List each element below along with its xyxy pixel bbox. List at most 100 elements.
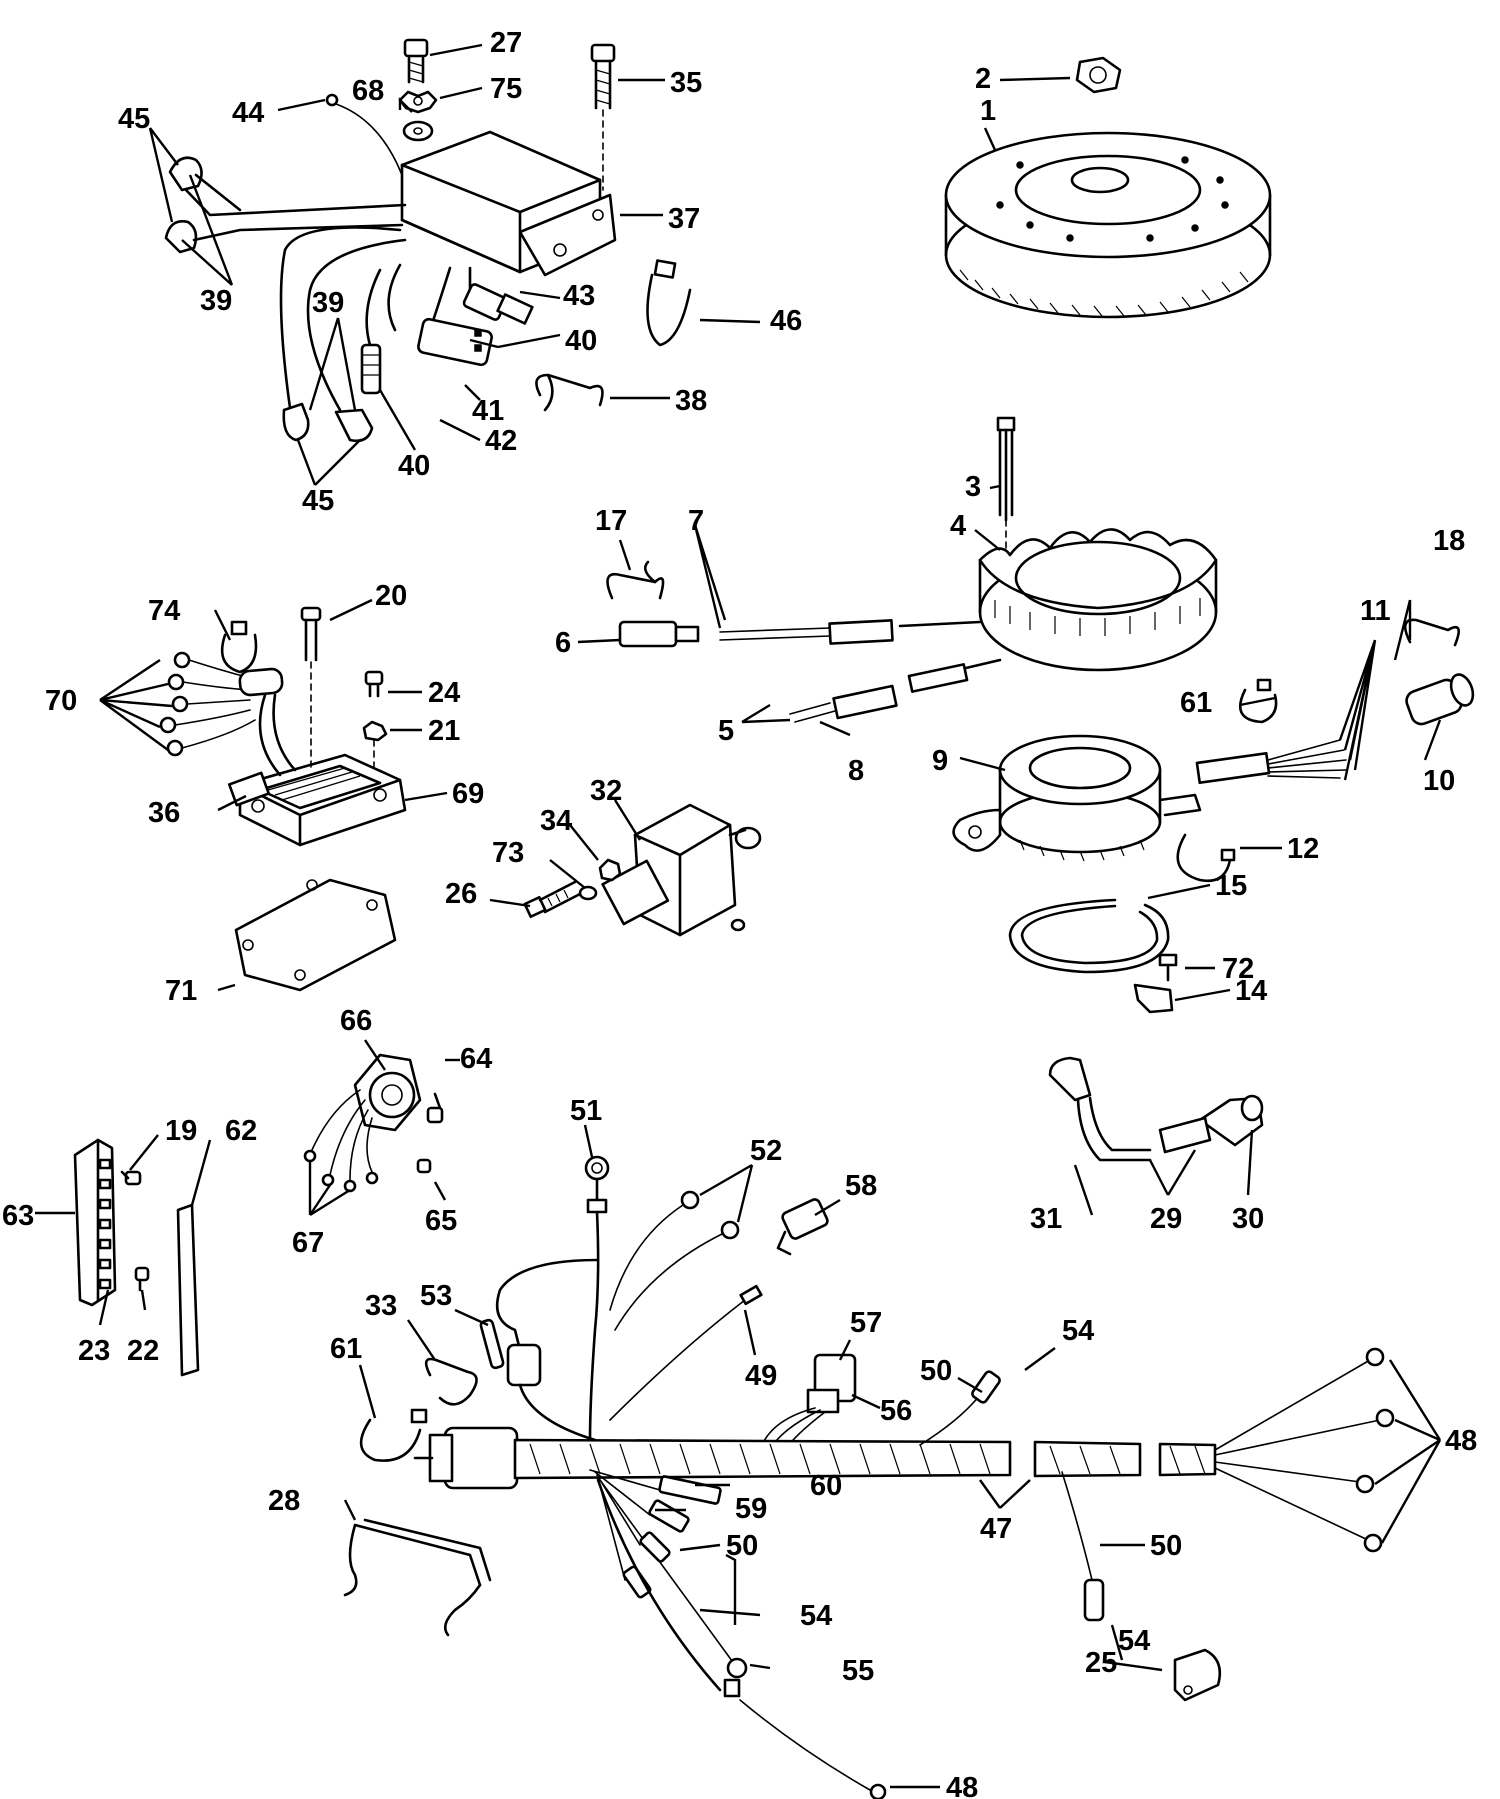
callout-68: 68 xyxy=(352,75,384,107)
callout-8: 8 xyxy=(848,755,864,787)
callout-53: 53 xyxy=(420,1280,452,1312)
callout-66: 66 xyxy=(340,1005,372,1037)
callout-70: 70 xyxy=(45,685,77,717)
callout-54b: 54 xyxy=(800,1600,832,1632)
stator-leads-lower-part xyxy=(789,658,1002,723)
callout-72: 72 xyxy=(1222,953,1254,985)
callout-54a: 54 xyxy=(1062,1315,1094,1347)
retaining-clip-38-part xyxy=(535,373,604,412)
retaining-clip-18-part xyxy=(1403,618,1460,647)
module-screw-20-part xyxy=(300,606,322,771)
callout-50b: 50 xyxy=(726,1530,758,1562)
callout-24: 24 xyxy=(428,677,460,709)
callout-62: 62 xyxy=(225,1115,257,1147)
callout-67: 67 xyxy=(292,1227,324,1259)
callout-63: 63 xyxy=(2,1200,34,1232)
harness-connector-58-part xyxy=(609,1198,829,1421)
callout-10: 10 xyxy=(1423,765,1455,797)
callout-73: 73 xyxy=(492,837,524,869)
callout-38: 38 xyxy=(675,385,707,417)
pack-screw-35-part xyxy=(590,43,616,191)
ground-lead-part xyxy=(325,93,403,176)
callout-11: 11 xyxy=(1360,595,1391,627)
pack-screw-27-part xyxy=(403,38,429,84)
harness-lead-50-upper-part xyxy=(919,1370,1001,1446)
ignition-coil-part xyxy=(601,803,762,937)
callout-61a: 61 xyxy=(1180,687,1212,719)
clamp-25-part xyxy=(1173,1648,1222,1702)
hex-nut-part xyxy=(1075,56,1122,94)
spark-plug-leads-lower-part xyxy=(279,226,407,443)
starter-solenoid-part xyxy=(303,1053,422,1193)
callout-26: 26 xyxy=(445,878,477,910)
flat-washer-part xyxy=(402,120,434,142)
callout-27: 27 xyxy=(490,27,522,59)
callout-41: 41 xyxy=(472,395,504,427)
callout-33: 33 xyxy=(365,1290,397,1322)
callout-54c: 54 xyxy=(1118,1625,1150,1657)
coil-hardware-part xyxy=(523,858,622,919)
spark-plug-boot-31-part xyxy=(1048,1056,1152,1162)
tie-strap-46-part xyxy=(646,259,692,347)
stator-screw-part xyxy=(996,416,1016,561)
callout-37: 37 xyxy=(668,203,700,235)
leader-lines xyxy=(35,43,1442,1789)
pack-connectors-part xyxy=(360,263,534,395)
stator-leads-part xyxy=(618,619,982,648)
callout-1: 1 xyxy=(980,95,996,127)
callout-69: 69 xyxy=(452,778,484,810)
callout-28: 28 xyxy=(268,1485,300,1517)
callout-18: 18 xyxy=(1433,525,1465,557)
callout-2: 2 xyxy=(975,63,991,95)
callout-56: 56 xyxy=(880,1395,912,1427)
callout-39a: 39 xyxy=(200,285,232,317)
callout-40b: 40 xyxy=(398,450,430,482)
gasket-part xyxy=(234,878,397,992)
callout-32: 32 xyxy=(590,775,622,807)
retaining-ring-part xyxy=(1008,898,1170,974)
callout-23: 23 xyxy=(78,1335,110,1367)
callout-22: 22 xyxy=(127,1335,159,1367)
harness-lead-50-lower-part xyxy=(1061,1471,1105,1622)
callout-29: 29 xyxy=(1150,1203,1182,1235)
callout-labels: 1 2 3 4 5 6 7 8 9 10 11 12 14 15 17 18 1… xyxy=(2,27,1477,1799)
callout-48a: 48 xyxy=(1445,1425,1477,1457)
callout-4: 4 xyxy=(950,510,966,542)
harness-terminals-right-part xyxy=(1214,1347,1395,1553)
callout-25: 25 xyxy=(1085,1647,1117,1679)
callout-45b: 45 xyxy=(302,485,334,517)
callout-57: 57 xyxy=(850,1307,882,1339)
callout-51: 51 xyxy=(570,1095,602,1127)
callout-9: 9 xyxy=(932,745,948,777)
terminal-block-part xyxy=(73,1138,117,1307)
callout-47: 47 xyxy=(980,1513,1012,1545)
lock-washer-part xyxy=(398,90,438,114)
fuse-part xyxy=(479,1318,505,1370)
callout-48b: 48 xyxy=(946,1772,978,1799)
module-screw-24-part xyxy=(364,670,384,698)
callout-5: 5 xyxy=(718,715,734,747)
callout-74: 74 xyxy=(148,595,180,627)
module-washer-21-part xyxy=(362,720,388,771)
callout-42: 42 xyxy=(485,425,517,457)
callout-50c: 50 xyxy=(1150,1530,1182,1562)
power-pack-part xyxy=(400,130,617,277)
callout-58: 58 xyxy=(845,1170,877,1202)
solenoid-screws-part xyxy=(416,1092,444,1174)
callout-55: 55 xyxy=(842,1655,874,1687)
stator-part xyxy=(978,528,1218,672)
flywheel-part xyxy=(944,131,1272,319)
ring-clip-part xyxy=(1133,953,1178,1014)
callout-60: 60 xyxy=(810,1470,842,1502)
callout-71: 71 xyxy=(165,975,197,1007)
callout-36: 36 xyxy=(148,797,180,829)
callout-75: 75 xyxy=(490,73,522,105)
timer-leads-part xyxy=(1195,673,1475,785)
bracket-part xyxy=(343,1518,492,1637)
retaining-clip-33-part xyxy=(424,1357,478,1406)
callout-40a: 40 xyxy=(565,325,597,357)
callout-21: 21 xyxy=(428,715,460,747)
callout-45a: 45 xyxy=(118,103,150,135)
harness-branch-upper-part xyxy=(495,1155,740,1442)
